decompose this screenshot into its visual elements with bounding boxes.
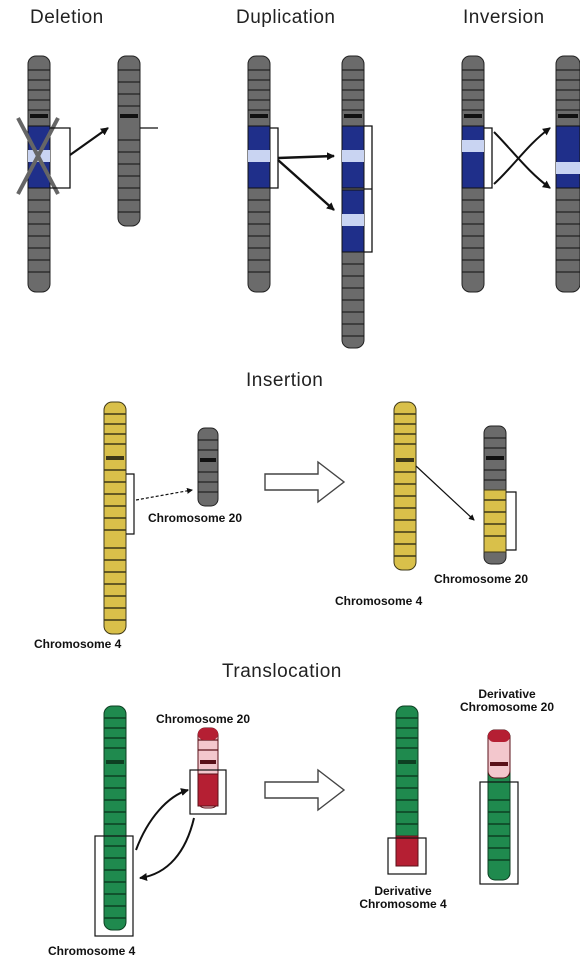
insertion-source-arrow — [135, 487, 193, 501]
insertion-chr4-before-bands — [104, 413, 126, 621]
inversion-inverted-segment — [555, 125, 580, 189]
duplication-panel — [247, 55, 373, 349]
deletion-panel — [16, 55, 158, 293]
translocation-chr20-before-centromere — [200, 760, 216, 764]
derivative-chr20-line2: Chromosome 20 — [459, 699, 555, 714]
derivative-chr4-bands — [396, 717, 418, 825]
translocation-chr20-segment-box — [189, 769, 227, 815]
derivative-chr20-centromere — [490, 762, 508, 766]
insertion-chr4-before-label: Chromosome 4 — [34, 637, 122, 651]
duplication-result-centromere — [344, 114, 362, 118]
duplication-arrow-upper — [277, 152, 335, 161]
translocation-chr4-before-label: Chromosome 4 — [48, 944, 136, 958]
insertion-chr4-before-centromere — [106, 456, 124, 460]
insertion-chr4-source-bracket — [126, 473, 135, 535]
translocation-chr4-before-bands — [104, 717, 126, 919]
inversion-original-centromere — [464, 114, 482, 118]
inversion-title: Inversion — [463, 7, 545, 28]
derivative-chr20-top-band — [488, 730, 510, 742]
insertion-chr20-after-bands — [484, 437, 506, 481]
translocation-chr20-before-label: Chromosome 20 — [156, 712, 251, 726]
insertion-chr4-after-centromere — [396, 458, 414, 462]
inversion-result-bands — [556, 69, 580, 273]
derivative-chr20-green-bands — [488, 799, 510, 861]
translocation-title: Translocation — [222, 661, 342, 682]
derivative-chr20-line1: Derivative — [478, 687, 536, 701]
translocation-chr20-before-top-band — [198, 728, 218, 740]
insertion-chr20-before — [197, 427, 219, 507]
duplication-result-bracket — [364, 125, 373, 253]
inversion-bracket — [484, 127, 493, 189]
deletion-original-bands — [28, 69, 50, 273]
translocation-chr4-before-centromere — [106, 760, 124, 764]
derivative-chr4-line1: Derivative — [374, 884, 432, 898]
deletion-result-chromosome — [117, 55, 141, 227]
insertion-breakpoint-arrow — [415, 465, 475, 521]
insertion-chr4-after-label: Chromosome 4 — [335, 594, 423, 608]
insertion-chr20-after-centromere — [486, 456, 504, 460]
deletion-arrow — [69, 127, 109, 156]
deletion-cross-line-2 — [16, 117, 60, 195]
duplication-copy-1-light-band — [342, 150, 364, 162]
translocation-panel — [94, 705, 519, 937]
derivative-chr4-box — [387, 837, 427, 875]
insertion-inserted-bracket — [506, 491, 517, 551]
derivative-chr4-red-segment — [395, 835, 419, 867]
inversion-panel — [461, 55, 580, 293]
insertion-chr20-before-label: Chromosome 20 — [148, 511, 243, 525]
insertion-chr20-after-label: Chromosome 20 — [434, 572, 529, 586]
duplication-copy-2-light-band — [342, 214, 364, 226]
deletion-result-bands — [118, 69, 140, 213]
derivative-chr4-centromere — [398, 760, 416, 764]
inversion-original-bands — [462, 69, 484, 273]
translocation-chr4-segment-box — [94, 835, 134, 937]
insertion-chr4-after — [393, 401, 417, 571]
inversion-inverted-light-band — [556, 162, 580, 174]
duplication-original-light-band — [248, 150, 270, 162]
inversion-original-light-band — [462, 140, 484, 152]
deletion-bracket — [50, 127, 71, 189]
deletion-result-centromere — [120, 114, 138, 118]
insertion-hollow-arrow — [264, 460, 346, 504]
duplication-original-bands — [248, 69, 270, 273]
insertion-title: Insertion — [246, 370, 324, 391]
duplication-title: Duplication — [236, 7, 336, 28]
derivative-chr20-label: Derivative Chromosome 20 — [437, 688, 577, 713]
inversion-original-segment — [461, 125, 485, 189]
translocation-exchange-arrow-up — [135, 788, 189, 851]
inversion-arrow-down — [493, 131, 551, 189]
duplication-original-centromere — [250, 114, 268, 118]
translocation-chr4-before — [103, 705, 127, 931]
insertion-chr4-after-bands — [394, 413, 416, 557]
inversion-result-centromere — [558, 114, 578, 118]
translocation-hollow-arrow — [264, 768, 346, 812]
inversion-arrow-up — [493, 127, 551, 185]
derivative-chr4-line2: Chromosome 4 — [359, 896, 447, 911]
insertion-chr20-before-centromere — [200, 458, 216, 462]
duplication-arrow-lower — [277, 159, 335, 211]
translocation-chr20-before-segment — [197, 773, 219, 807]
deletion-title: Deletion — [30, 7, 104, 28]
insertion-chr20-before-bands — [198, 439, 218, 493]
derivative-chr20-box — [479, 781, 519, 885]
derivative-chr4-label: Derivative Chromosome 4 — [333, 885, 473, 910]
duplication-result-bands — [342, 69, 364, 337]
insertion-inserted-bands — [484, 499, 506, 537]
translocation-exchange-arrow-down — [139, 817, 195, 881]
deletion-centromere — [30, 114, 48, 118]
duplication-source-bracket — [270, 127, 279, 189]
insertion-panel — [103, 401, 517, 635]
